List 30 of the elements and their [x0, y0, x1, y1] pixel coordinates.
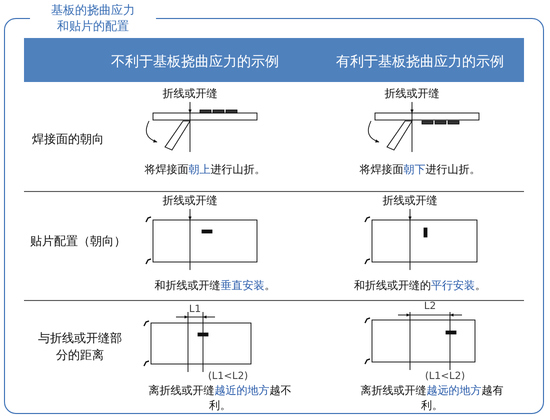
fold-line-label: 折线或开缝	[155, 86, 225, 101]
circuit-board	[372, 320, 476, 362]
column-header: 有利于基板挠曲应力的示例	[335, 53, 505, 71]
fold-line-label: 折线或开缝	[375, 193, 445, 208]
dimension-label: L1	[188, 303, 202, 317]
caption-text: 离折线或开缝越远的地方越有利。	[360, 383, 504, 413]
circuit-board	[152, 112, 258, 120]
caption-text: 离折线或开缝越近的地方越不利。	[148, 383, 292, 413]
title-text: 基板的挠曲应力和贴片的配置	[30, 2, 156, 34]
note-text: (L1<L2)	[424, 370, 466, 384]
fold-line-label: 折线或开缝	[377, 86, 447, 101]
circuit-board	[152, 220, 258, 262]
leader-arrow	[408, 208, 412, 220]
caption-text: 和折线或开缝的平行安装。	[353, 278, 487, 293]
leader-arrow	[410, 102, 414, 114]
circuit-board	[372, 220, 478, 262]
fold-line-label: 折线或开缝	[155, 193, 225, 208]
row-label: 焊接面的朝向	[32, 131, 105, 148]
row-label: 与折线或开缝部分的距离	[37, 330, 123, 364]
caption-text: 将焊接面朝下进行山折。	[358, 162, 482, 177]
leader-arrow	[188, 208, 192, 220]
caption-text: 将焊接面朝上进行山折。	[144, 162, 266, 177]
dimension-label: L2	[423, 300, 437, 314]
circuit-board	[150, 322, 252, 364]
caption-text: 和折线或开缝垂直安装。	[154, 278, 276, 293]
row-label: 贴片配置（朝向）	[30, 233, 127, 250]
column-header: 不利于基板挠曲应力的示例	[110, 53, 280, 71]
circuit-board	[374, 112, 480, 120]
leader-arrow	[188, 102, 192, 114]
note-text: (L1<L2)	[206, 370, 250, 384]
